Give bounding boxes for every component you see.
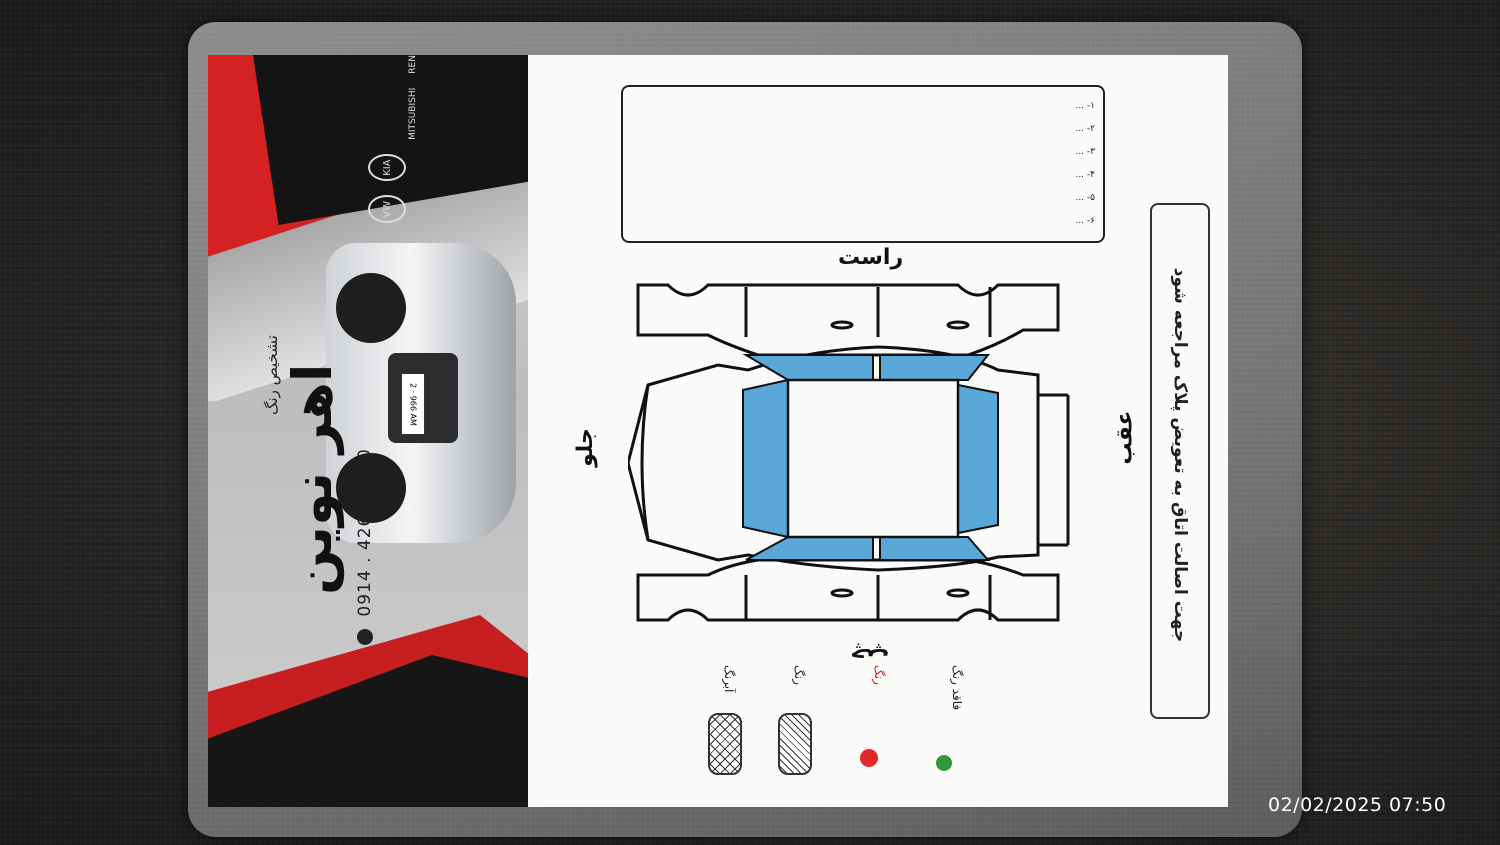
note-line: ۶- ... — [1075, 216, 1095, 226]
shop-subtitle: تشخیص رنگ — [263, 335, 281, 415]
green-dot-icon — [936, 755, 952, 771]
shop-advert: VW KIA MITSUBISHI RENAULT 2 · 966 AM تشخ… — [208, 55, 528, 807]
photo-timestamp: 02/02/2025 07:50 — [1268, 794, 1447, 816]
notice-banner: جهت اصالت اتاق به تعویض پلاک مراجعه شود — [1150, 203, 1210, 719]
legend-label: رنگ — [872, 665, 886, 685]
shop-phone: 0914 . 426 . 6370 — [355, 448, 375, 645]
label-front: جلو — [572, 428, 598, 467]
renault-logo-icon: RENAULT — [408, 55, 418, 74]
notice-banner-text: جهت اصالت اتاق به تعویض پلاک مراجعه شود — [1170, 267, 1190, 643]
license-plate: 2 · 966 AM — [401, 373, 425, 435]
brand-logos: VW KIA MITSUBISHI RENAULT — [368, 55, 458, 223]
inspection-card: VW KIA MITSUBISHI RENAULT 2 · 966 AM تشخ… — [208, 55, 1228, 807]
legend-label: آبرنگ — [722, 665, 736, 693]
note-line: ۴- ... — [1075, 170, 1095, 180]
note-line: ۲- ... — [1075, 124, 1095, 134]
car-photo: 2 · 966 AM — [326, 243, 516, 543]
note-line: ۳- ... — [1075, 147, 1095, 157]
notes-box: ۱- ... ۲- ... ۳- ... ۴- ... ۵- ... ۶- ..… — [621, 85, 1105, 243]
wheel-icon — [336, 273, 406, 343]
phone-number: 0914 . 426 . 6370 — [355, 448, 375, 617]
label-right: راست — [838, 245, 904, 270]
vw-logo-icon: VW — [368, 195, 406, 223]
legend-label: رنگ — [792, 665, 806, 685]
inspection-sheet: ۱- ... ۲- ... ۳- ... ۴- ... ۵- ... ۶- ..… — [528, 55, 1228, 807]
car-body-diagram — [628, 283, 1070, 622]
phone-icon — [357, 629, 373, 645]
legend-label: فاقد رنگ — [950, 665, 964, 711]
hatch-swatch-icon — [778, 713, 812, 775]
crosshatch-swatch-icon — [708, 713, 742, 775]
red-dot-icon — [860, 749, 878, 767]
label-back: عقب — [1112, 410, 1138, 465]
note-line: ۱- ... — [1075, 101, 1095, 111]
mitsubishi-logo-icon: MITSUBISHI — [408, 87, 418, 140]
kia-logo-icon: KIA — [368, 153, 406, 182]
shop-info: تشخیص رنگ اهر نوین 0914 . 426 . 6370 — [263, 245, 423, 725]
note-line: ۵- ... — [1075, 193, 1095, 203]
shop-name: اهر نوین — [281, 363, 344, 595]
wheel-icon — [336, 453, 406, 523]
